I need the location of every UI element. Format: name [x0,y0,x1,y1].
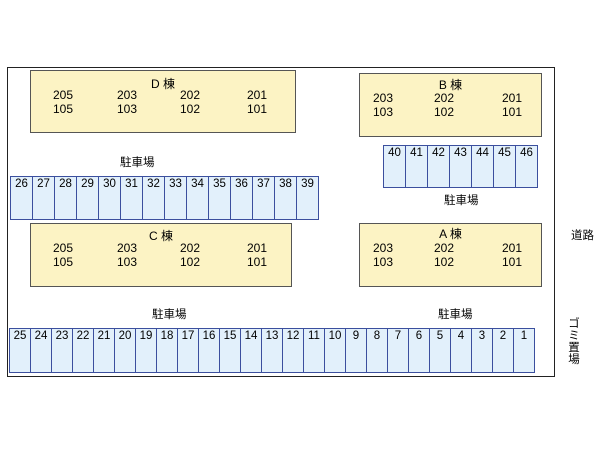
building-c-name: C 棟 [148,229,173,243]
parking-space[interactable]: 35 [208,176,231,220]
room-c-lower: 101 [246,255,268,269]
parking-space[interactable]: 6 [408,328,430,373]
parking-space[interactable]: 21 [93,328,115,373]
room-c-upper: 205 [52,241,74,255]
room-d-upper: 205 [52,88,74,102]
parking-space[interactable]: 16 [198,328,220,373]
parking-space[interactable]: 43 [449,145,472,188]
room-c-lower: 103 [116,255,138,269]
parking-space[interactable]: 20 [114,328,136,373]
parking-space[interactable]: 38 [274,176,297,220]
room-b-upper: 201 [501,91,523,105]
room-c-lower: 105 [52,255,74,269]
parking-space[interactable]: 18 [156,328,178,373]
parking-space[interactable]: 31 [120,176,143,220]
building-b[interactable]: B 棟 203 202 201 103 102 101 [359,73,542,137]
parking-space[interactable]: 8 [366,328,388,373]
room-a-lower: 101 [501,255,523,269]
parking-space[interactable]: 5 [429,328,451,373]
room-d-lower: 101 [246,102,268,116]
building-d-name: D 棟 [150,77,175,91]
room-b-lower: 103 [372,105,394,119]
parking-space[interactable]: 26 [10,176,33,220]
room-c-upper: 203 [116,241,138,255]
parking-label: 駐車場 [152,309,187,321]
parking-space[interactable]: 14 [240,328,262,373]
room-a-lower: 102 [433,255,455,269]
parking-space[interactable]: 11 [303,328,325,373]
room-d-lower: 105 [52,102,74,116]
parking-space[interactable]: 17 [177,328,199,373]
parking-space[interactable]: 4 [450,328,472,373]
room-d-upper: 201 [246,88,268,102]
parking-space[interactable]: 41 [405,145,428,188]
room-d-lower: 102 [179,102,201,116]
parking-space[interactable]: 36 [230,176,253,220]
parking-space[interactable]: 2 [492,328,514,373]
parking-space[interactable]: 19 [135,328,157,373]
room-b-lower: 101 [501,105,523,119]
room-b-upper: 202 [433,91,455,105]
room-a-upper: 201 [501,241,523,255]
road-label: 道路 [571,230,594,242]
room-c-upper: 202 [179,241,201,255]
parking-space[interactable]: 9 [345,328,367,373]
building-a[interactable]: A 棟 203 202 201 103 102 101 [359,223,542,287]
room-d-lower: 103 [116,102,138,116]
parking-label: 駐車場 [438,309,473,321]
parking-space[interactable]: 32 [142,176,165,220]
room-b-lower: 102 [433,105,455,119]
parking-space[interactable]: 24 [30,328,52,373]
building-c[interactable]: C 棟 205 203 202 201 105 103 102 101 [30,223,292,287]
parking-space[interactable]: 33 [164,176,187,220]
parking-space[interactable]: 12 [282,328,304,373]
garbage-area-label: ゴミ置場 [568,318,580,366]
parking-space[interactable]: 1 [513,328,535,373]
parking-space[interactable]: 25 [9,328,31,373]
parking-label: 駐車場 [444,195,479,207]
room-c-upper: 201 [246,241,268,255]
room-b-upper: 203 [372,91,394,105]
parking-space[interactable]: 15 [219,328,241,373]
parking-space[interactable]: 13 [261,328,283,373]
parking-space[interactable]: 23 [51,328,73,373]
room-a-upper: 202 [433,241,455,255]
parking-space[interactable]: 40 [383,145,406,188]
room-a-upper: 203 [372,241,394,255]
parking-space[interactable]: 30 [98,176,121,220]
parking-space[interactable]: 45 [493,145,516,188]
parking-space[interactable]: 34 [186,176,209,220]
parking-space[interactable]: 28 [54,176,77,220]
parking-space[interactable]: 39 [296,176,319,220]
parking-space[interactable]: 44 [471,145,494,188]
parking-space[interactable]: 27 [32,176,55,220]
parking-space[interactable]: 10 [324,328,346,373]
building-b-name: B 棟 [438,78,463,92]
building-d[interactable]: D 棟 205 203 202 201 105 103 102 101 [30,70,296,133]
room-d-upper: 203 [116,88,138,102]
building-a-name: A 棟 [439,227,462,241]
room-d-upper: 202 [179,88,201,102]
room-c-lower: 102 [179,255,201,269]
parking-space[interactable]: 7 [387,328,409,373]
parking-space[interactable]: 42 [427,145,450,188]
parking-space[interactable]: 22 [72,328,94,373]
room-a-lower: 103 [372,255,394,269]
parking-space[interactable]: 3 [471,328,493,373]
parking-label: 駐車場 [120,157,155,169]
parking-space[interactable]: 46 [515,145,538,188]
parking-space[interactable]: 37 [252,176,275,220]
parking-space[interactable]: 29 [76,176,99,220]
